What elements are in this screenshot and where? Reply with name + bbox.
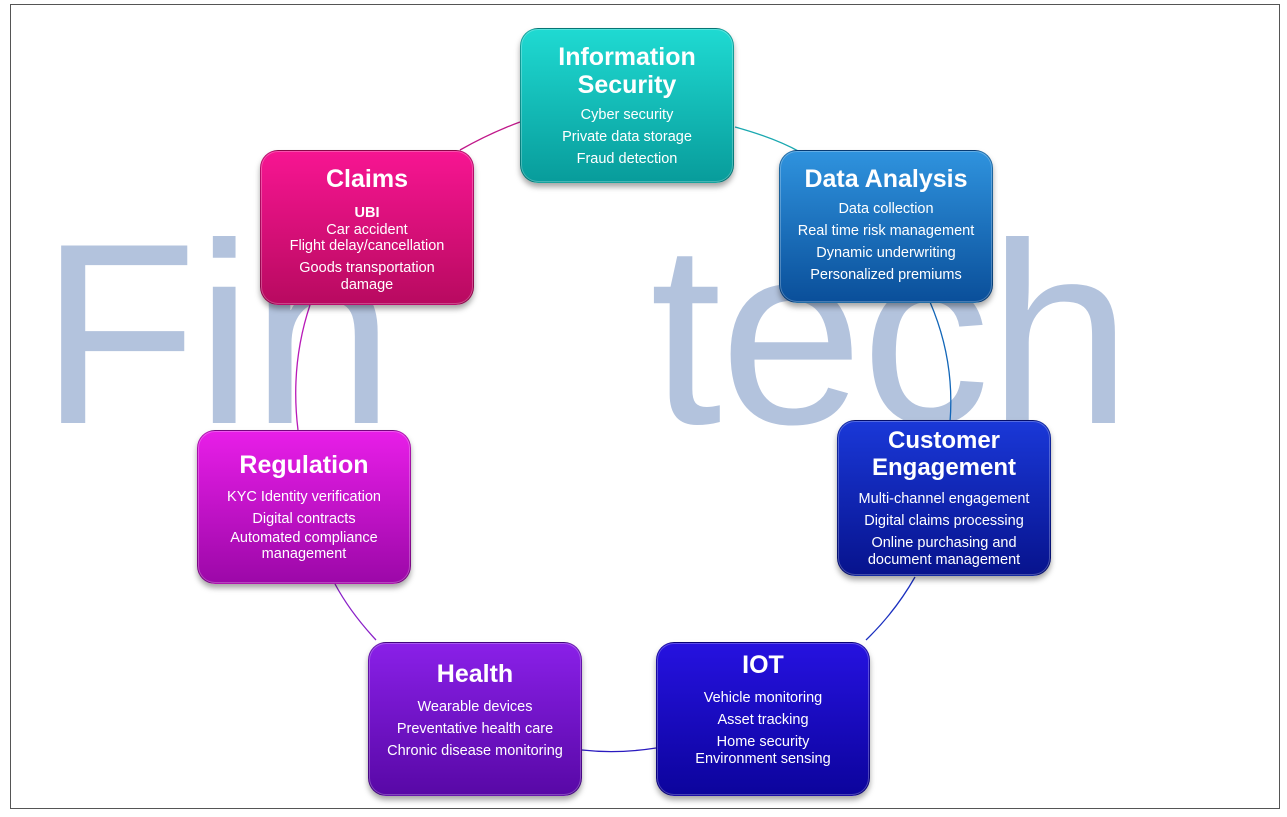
node-customer-engagement: Customer Engagement Multi-channel engage… <box>837 420 1051 576</box>
node-item: Data collection <box>838 201 934 217</box>
node-item: KYC Identity verification <box>227 489 381 505</box>
node-item: management <box>261 546 347 562</box>
ring-arc-3 <box>865 576 916 641</box>
ring-arc-1 <box>734 126 801 153</box>
node-item: UBI <box>354 205 380 221</box>
node-health: Health Wearable devices Preventative hea… <box>368 642 582 796</box>
node-title: Health <box>436 660 514 688</box>
node-item: Real time risk management <box>797 223 975 239</box>
node-item: document management <box>867 551 1021 568</box>
ring-arc-2 <box>929 301 952 423</box>
node-item: Dynamic underwriting <box>816 245 956 261</box>
ring-arc-6 <box>295 304 311 431</box>
node-title: Data Analysis <box>804 165 968 193</box>
node-information-security: Information Security Cyber security Priv… <box>520 28 734 183</box>
node-item: Car accident <box>326 221 408 238</box>
node-item: Environment sensing <box>695 750 831 767</box>
node-claims: Claims UBI Car accident Flight delay/can… <box>260 150 474 305</box>
node-title: Regulation <box>239 451 369 479</box>
node-item: Preventative health care <box>396 721 554 737</box>
node-item: Asset tracking <box>717 712 809 728</box>
node-data-analysis: Data Analysis Data collection Real time … <box>779 150 993 303</box>
node-item: Personalized premiums <box>810 267 962 283</box>
node-item: Cyber security <box>580 107 674 123</box>
node-item: Multi-channel engagement <box>858 491 1030 507</box>
node-item: Chronic disease monitoring <box>387 743 563 759</box>
node-item: damage <box>340 276 394 293</box>
node-title: Customer Engagement <box>871 427 1017 481</box>
node-item: Automated compliance <box>230 529 378 546</box>
ring-arc-7 <box>459 121 521 151</box>
node-item: Fraud detection <box>576 151 678 167</box>
node-item: Vehicle monitoring <box>703 690 823 706</box>
node-item: Private data storage <box>562 129 692 145</box>
node-title: Claims <box>326 165 408 193</box>
node-title: IOT <box>742 651 784 679</box>
node-item: Digital contracts <box>252 511 356 527</box>
node-item: Home security <box>716 734 810 750</box>
node-item: Online purchasing and <box>871 535 1017 551</box>
node-regulation: Regulation KYC Identity verification Dig… <box>197 430 411 584</box>
node-item: Digital claims processing <box>864 513 1024 529</box>
ring-arc-4 <box>581 747 657 753</box>
node-item: Wearable devices <box>417 699 533 715</box>
node-item: Flight delay/cancellation <box>289 238 445 254</box>
node-item: Goods transportation <box>299 260 435 276</box>
node-title: Information Security <box>558 43 696 99</box>
ring-arc-5 <box>334 583 377 641</box>
node-iot: IOT Vehicle monitoring Asset tracking Ho… <box>656 642 870 796</box>
